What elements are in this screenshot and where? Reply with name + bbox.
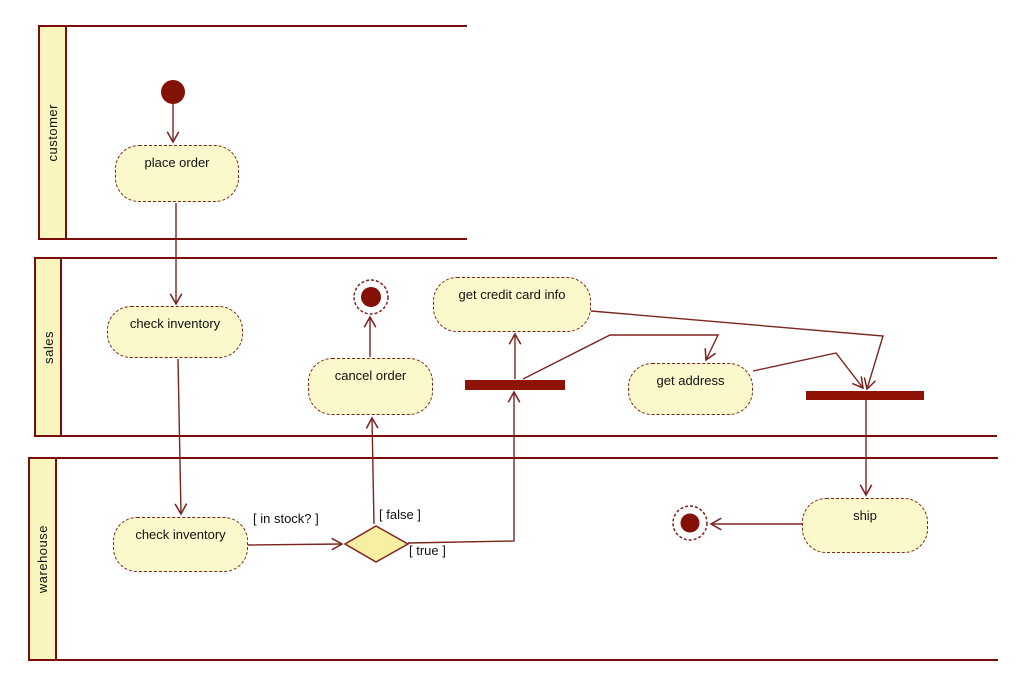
edge-get-address-to-join bbox=[752, 352, 864, 390]
activity-cancel-order: cancel order bbox=[308, 358, 433, 415]
join-bar bbox=[806, 391, 924, 400]
lane-warehouse-label-strip: warehouse bbox=[28, 457, 57, 661]
lane-sales-label-strip: sales bbox=[34, 257, 62, 437]
lane-customer bbox=[38, 25, 467, 240]
initial-node bbox=[161, 80, 185, 104]
activity-check-inventory-sales: check inventory bbox=[107, 306, 243, 358]
activity-ship: ship bbox=[802, 498, 928, 553]
lane-sales bbox=[34, 257, 997, 437]
edge-check-inventory-to-decision bbox=[247, 537, 344, 551]
edge-check-inventory-sales-to-warehouse bbox=[174, 358, 188, 516]
guard-in-stock: [ in stock? ] bbox=[253, 511, 319, 526]
activity-get-credit-card-info: get credit card info bbox=[433, 277, 591, 332]
edge-get-credit-card-info-to-join bbox=[590, 310, 884, 391]
fork-bar bbox=[465, 380, 565, 390]
lane-warehouse bbox=[28, 457, 998, 661]
guard-false: [ false ] bbox=[379, 507, 421, 522]
guard-true: [ true ] bbox=[409, 543, 446, 558]
activity-get-address: get address bbox=[628, 363, 753, 415]
activity-check-inventory-warehouse: check inventory bbox=[113, 517, 248, 572]
edge-fork-to-get-address bbox=[522, 334, 720, 380]
edge-decision-false-to-cancel-order bbox=[365, 416, 379, 525]
final-node-warehouse bbox=[672, 505, 708, 541]
activity-place-order: place order bbox=[115, 145, 239, 202]
final-node-sales bbox=[353, 279, 389, 315]
decision-diamond bbox=[343, 525, 410, 563]
edge-decision-true-to-fork bbox=[407, 390, 521, 544]
lane-customer-label-strip: customer bbox=[38, 25, 67, 240]
